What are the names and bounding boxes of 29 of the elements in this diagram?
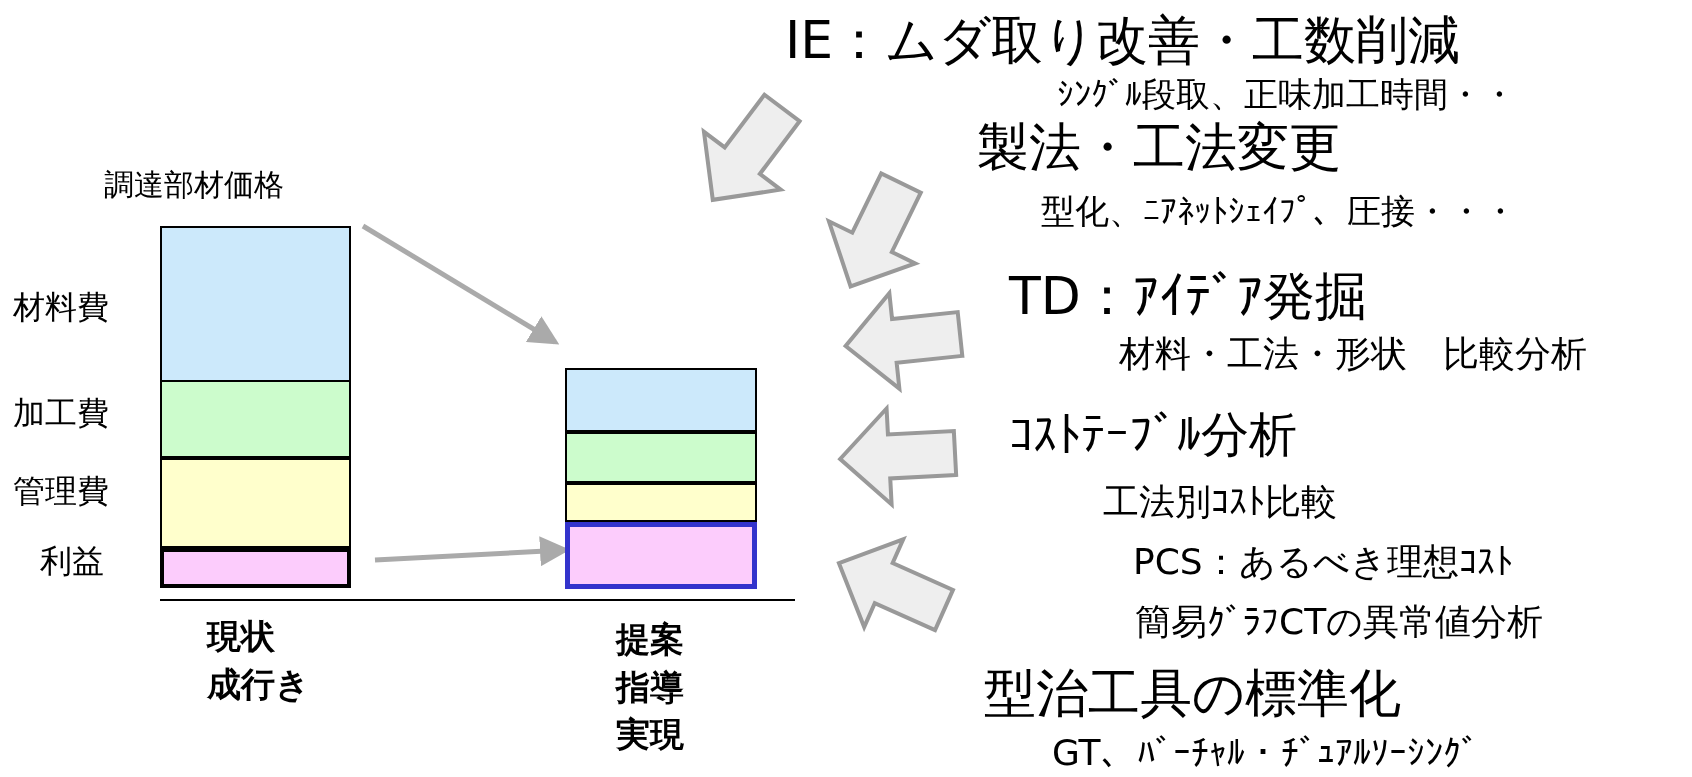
category-label: 現状 [207,618,275,656]
heading: ｺｽﾄﾃｰﾌﾞﾙ分析 [1009,408,1297,461]
chart-title: 調達部材価格 [104,168,284,201]
subtext: GT、ﾊﾞｰﾁｬﾙ・ﾁﾞｭｱﾙｿｰｼﾝｸﾞ [1052,733,1479,773]
bar-segment [160,548,351,588]
category-label: 利益 [40,544,104,580]
subtext: ｼﾝｸﾞﾙ段取、正味加工時間・・ [1057,76,1516,114]
category-label: 管理費 [13,474,109,510]
heading: TD：ｱｲﾃﾞｱ発掘 [1009,268,1367,326]
subtext: PCS：あるべき理想ｺｽﾄ [1133,542,1513,582]
bar-segment [565,522,757,589]
heading: IE：ムダ取り改善・工数削減 [785,12,1461,70]
bar-segment [565,432,757,483]
heading: 製法・工法変更 [977,119,1341,177]
subtext: 工法別ｺｽﾄ比較 [1103,482,1337,522]
category-label: 成行き [207,666,310,704]
subtext: 型化、ﾆｱﾈｯﾄｼｪｲﾌﾟ、圧接・・・ [1041,193,1517,231]
category-label: 提案指導実現 [616,618,684,757]
arrow [361,223,560,345]
category-label: 材料費 [13,290,109,326]
bar-segment [565,368,757,432]
subtext: 簡易ｸﾞﾗﾌCTの異常値分析 [1135,602,1544,642]
subtext: 材料・工法・形状 比較分析 [1119,334,1587,374]
heading: 型治工具の標準化 [984,665,1401,723]
bar-segment [160,458,351,548]
category-label: 加工費 [13,396,109,432]
bar-segment [565,483,757,522]
bar-segment [160,226,351,382]
bar-segment [160,380,351,458]
